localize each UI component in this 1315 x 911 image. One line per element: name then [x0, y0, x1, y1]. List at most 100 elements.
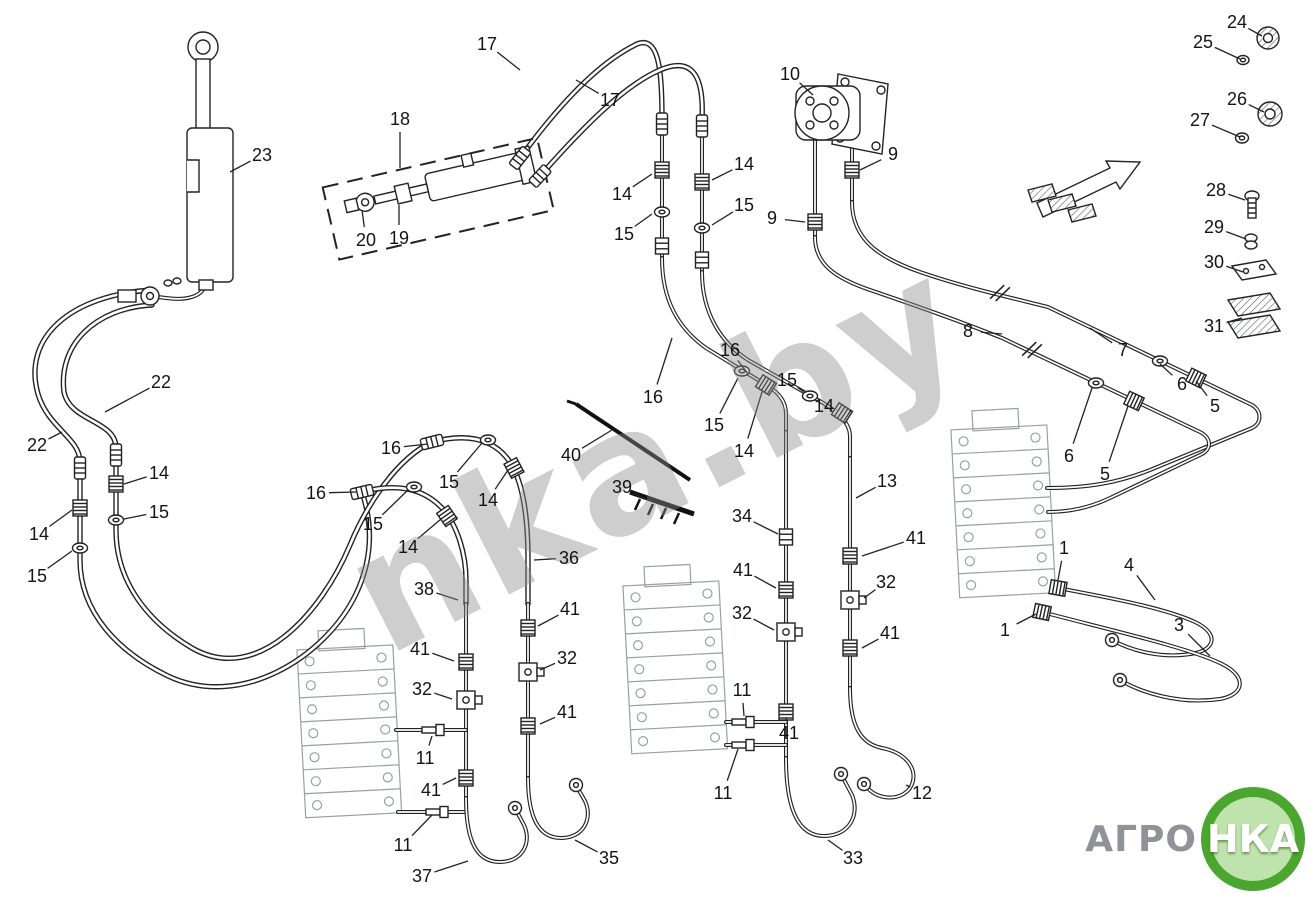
- leader-line: [861, 541, 904, 557]
- leader-line: [726, 748, 739, 781]
- valve-block-left: [295, 626, 403, 819]
- spring-fitting-41: [778, 703, 794, 721]
- leader-line: [980, 331, 1003, 335]
- leader-line: [785, 717, 788, 721]
- hydraulic-motor: [794, 73, 889, 155]
- comb-bracket: [629, 489, 695, 525]
- spring-fitting-41: [778, 581, 794, 599]
- leader-line: [434, 860, 469, 873]
- leader-line: [1248, 104, 1265, 113]
- spring-fitting-41: [458, 653, 474, 671]
- leader-line: [123, 513, 147, 520]
- leader-line: [328, 491, 357, 494]
- leader-line: [799, 82, 814, 96]
- hose-end-fitting-22: [109, 443, 123, 467]
- washer-6: [1087, 377, 1105, 389]
- site-logo: АГРО НКА: [1085, 787, 1305, 891]
- banjo-bolt-11: [421, 723, 445, 737]
- union-nut: [654, 237, 670, 255]
- leader-line: [784, 218, 806, 223]
- leader-line: [753, 521, 779, 535]
- leader-lines: [47, 27, 1265, 873]
- fastener-parts: [1226, 26, 1283, 339]
- spring-fitting-41: [520, 717, 536, 735]
- leader-line: [574, 839, 598, 853]
- block-fitting-32: [840, 590, 867, 610]
- valve-block-center: [621, 562, 729, 755]
- spring-fitting-14: [108, 475, 124, 493]
- leader-line: [533, 558, 557, 561]
- hydraulic-cylinder: [117, 31, 234, 306]
- leader-line: [719, 377, 739, 414]
- leader-line: [496, 51, 521, 71]
- washer-15: [733, 365, 751, 377]
- leader-line: [1108, 405, 1129, 462]
- leader-line: [581, 429, 613, 449]
- logo-word: АГРО: [1085, 818, 1197, 860]
- washer-15: [107, 514, 125, 526]
- leader-line: [1228, 193, 1246, 201]
- leader-line: [575, 79, 600, 94]
- union-nut-34: [778, 528, 794, 546]
- logo-badge: НКА: [1201, 787, 1305, 891]
- leader-line: [1136, 575, 1156, 601]
- spring-fitting-1: [1048, 579, 1068, 597]
- block-fitting-32: [776, 622, 803, 642]
- leader-line: [656, 337, 673, 385]
- banjo-bolt-11: [731, 715, 755, 729]
- pipe-clamp: [1112, 672, 1128, 688]
- valve-block-right: [949, 406, 1057, 599]
- banjo-bolt-11: [425, 805, 449, 819]
- leader-line: [737, 360, 749, 375]
- spring-fitting-41: [520, 619, 536, 637]
- leader-line: [1057, 560, 1063, 581]
- pipe-clamp: [856, 776, 872, 792]
- spring-fitting-14: [654, 161, 670, 179]
- fittings: [71, 112, 1207, 819]
- leader-line: [381, 489, 409, 516]
- leader-line: [1226, 317, 1243, 324]
- leader-line: [632, 173, 653, 188]
- spring-fitting-5: [1185, 367, 1207, 389]
- tie-rod: [566, 399, 692, 482]
- spring-fitting-14: [830, 402, 854, 424]
- leader-line: [456, 442, 483, 473]
- spring-fitting-41: [458, 769, 474, 787]
- spring-fitting-14: [694, 173, 710, 191]
- leader-line: [494, 469, 509, 490]
- leader-line: [48, 431, 63, 440]
- pipe-clamp: [1104, 632, 1120, 648]
- hose-end-fitting-22: [73, 456, 87, 480]
- leader-line: [403, 443, 429, 448]
- leader-line: [1211, 124, 1241, 138]
- leader-line: [1195, 380, 1208, 396]
- leader-line: [855, 486, 876, 499]
- block-fitting-32: [518, 662, 545, 682]
- leader-line: [1159, 363, 1173, 376]
- leader-line: [1225, 230, 1247, 240]
- leader-line: [711, 169, 733, 181]
- logo-badge-text: НКА: [1206, 817, 1300, 861]
- leader-line: [539, 716, 556, 725]
- leader-line: [411, 814, 433, 837]
- leader-line: [49, 509, 73, 527]
- banjo-bolt-11: [731, 738, 755, 752]
- washer-15: [405, 481, 423, 493]
- leader-line: [1072, 387, 1093, 444]
- pipe-clamp: [833, 766, 849, 782]
- spring-fitting-41: [842, 639, 858, 657]
- leader-line: [1214, 46, 1241, 60]
- leader-line: [1089, 327, 1113, 344]
- washer-15: [801, 390, 819, 402]
- leader-line: [633, 492, 646, 500]
- union-nut: [694, 251, 710, 269]
- spring-fitting-1: [1032, 602, 1052, 622]
- pipe-clamp: [507, 800, 523, 816]
- leader-line: [905, 784, 911, 788]
- hose-end-fitting-16: [419, 433, 445, 451]
- leader-line: [442, 777, 457, 785]
- leader-line: [863, 589, 876, 599]
- block-fitting-32: [456, 690, 483, 710]
- pipe-clamp: [568, 777, 584, 793]
